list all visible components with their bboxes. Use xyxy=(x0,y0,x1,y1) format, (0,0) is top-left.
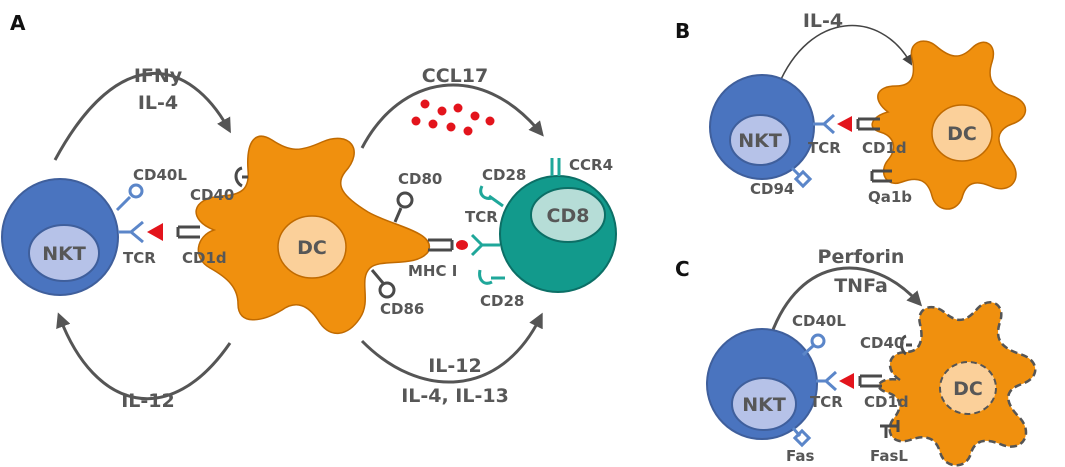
ccr4-receptor xyxy=(550,158,561,176)
ccl17-dots xyxy=(411,99,495,136)
mhc1-label: MHC I xyxy=(408,262,457,280)
dc-cell-b: DC xyxy=(871,40,1027,210)
tcr-receptor-c xyxy=(816,370,838,392)
arrow-dc-to-cd8-bottom xyxy=(360,312,543,384)
cd40l-receptor-c xyxy=(801,333,826,357)
nkt-cell-c: NKT xyxy=(706,328,818,440)
mediator-perforin-label: Perforin xyxy=(818,246,905,268)
tcr-label-a: TCR xyxy=(123,249,156,267)
cd40l-label-a: CD40L xyxy=(133,166,187,184)
nkt-cell-b-label: NKT xyxy=(738,130,782,152)
cytokine-ifny-label: IFNy xyxy=(134,65,183,87)
cd40-receptor-c xyxy=(900,334,912,356)
tcr-receptor-cd8 xyxy=(470,233,500,257)
dc-cell-a: DC xyxy=(195,135,431,334)
tcr-receptor-b xyxy=(813,113,836,135)
antigen-peptide-mhc1 xyxy=(456,240,468,250)
panel-c-letter: C xyxy=(675,257,690,281)
cd40-receptor-a xyxy=(234,166,248,188)
panel-b: B IL-4 NKT TCR CD94 DC xyxy=(675,10,1027,210)
panel-c: C Perforin TNFa NKT CD40L TCR Fas xyxy=(675,246,1037,467)
cytokine-il12-right-label: IL-12 xyxy=(428,355,482,377)
panel-a: A IFNy IL-4 IL-12 CCL17 IL-12 IL-4, IL-1… xyxy=(1,11,617,412)
arrow-dc-to-cd8-top xyxy=(360,83,544,149)
antigen-triangle-b xyxy=(837,116,852,132)
fasl-molecule xyxy=(880,420,900,438)
arrow-nkt-to-dc-b xyxy=(777,24,913,87)
cd86-label: CD86 xyxy=(380,300,424,318)
cd94-label: CD94 xyxy=(750,180,794,198)
tcr-label-b: TCR xyxy=(808,139,841,157)
cd28-receptor-bottom xyxy=(478,269,505,285)
cytokine-il4-label: IL-4 xyxy=(138,92,178,114)
nkt-cell-a-label: NKT xyxy=(42,243,86,265)
fas-receptor xyxy=(791,427,812,448)
dc-cell-b-label: DC xyxy=(947,123,977,145)
cd1d-molecule-c xyxy=(858,374,882,388)
cd1d-molecule-b xyxy=(856,117,880,131)
tcr-receptor-a xyxy=(118,220,144,244)
cd28-label-bottom: CD28 xyxy=(480,292,524,310)
arrow-dc-to-nkt xyxy=(56,312,232,400)
cd28-label-top: CD28 xyxy=(482,166,526,184)
cd80-receptor xyxy=(393,191,414,223)
mhc1-molecule xyxy=(428,238,454,252)
cd86-receptor xyxy=(370,269,396,299)
ccr4-label: CCR4 xyxy=(569,156,613,174)
fas-label: Fas xyxy=(786,447,814,465)
antigen-triangle-c xyxy=(839,373,854,389)
chemokine-ccl17-label: CCL17 xyxy=(422,65,488,87)
cd40-label-c: CD40 xyxy=(860,334,904,352)
mediator-tnfa-label: TNFa xyxy=(834,275,888,297)
tcr-label-c: TCR xyxy=(810,393,843,411)
cd8-cell: CD8 xyxy=(499,175,617,293)
cd1d-label-c: CD1d xyxy=(864,393,909,411)
cd28-receptor-top xyxy=(479,185,504,208)
nkt-cell-a: NKT xyxy=(1,178,119,296)
cd1d-molecule-a xyxy=(176,225,200,239)
cd94-receptor xyxy=(790,166,813,189)
cd1d-label-b: CD1d xyxy=(862,139,907,157)
antigen-triangle-a xyxy=(147,223,163,241)
dc-cell-c-label: DC xyxy=(953,378,983,400)
panel-b-letter: B xyxy=(675,19,690,43)
tcr-label-cd8: TCR xyxy=(465,208,498,226)
nkt-cell-c-label: NKT xyxy=(742,394,786,416)
fasl-label: FasL xyxy=(870,447,908,465)
dc-cell-a-label: DC xyxy=(297,237,327,259)
cytokine-il4-il13-label: IL-4, IL-13 xyxy=(401,385,509,407)
cd1d-label-a: CD1d xyxy=(182,249,227,267)
dc-cell-c: DC xyxy=(877,301,1037,467)
qa1b-molecule xyxy=(870,169,892,183)
arrow-nkt-to-dc-c xyxy=(769,266,923,336)
cd40-label-a: CD40 xyxy=(190,186,234,204)
qa1b-label: Qa1b xyxy=(868,188,912,206)
cd80-label: CD80 xyxy=(398,170,442,188)
cytokine-il4-b-label: IL-4 xyxy=(803,10,843,32)
arrow-nkt-to-dc xyxy=(53,71,231,161)
cd40l-label-c: CD40L xyxy=(792,312,846,330)
cd8-cell-label: CD8 xyxy=(547,205,590,227)
nkt-cell-b: NKT xyxy=(709,74,815,180)
panel-a-letter: A xyxy=(10,11,26,35)
cd40l-receptor-a xyxy=(115,183,144,212)
cytokine-il12-left-label: IL-12 xyxy=(121,390,175,412)
